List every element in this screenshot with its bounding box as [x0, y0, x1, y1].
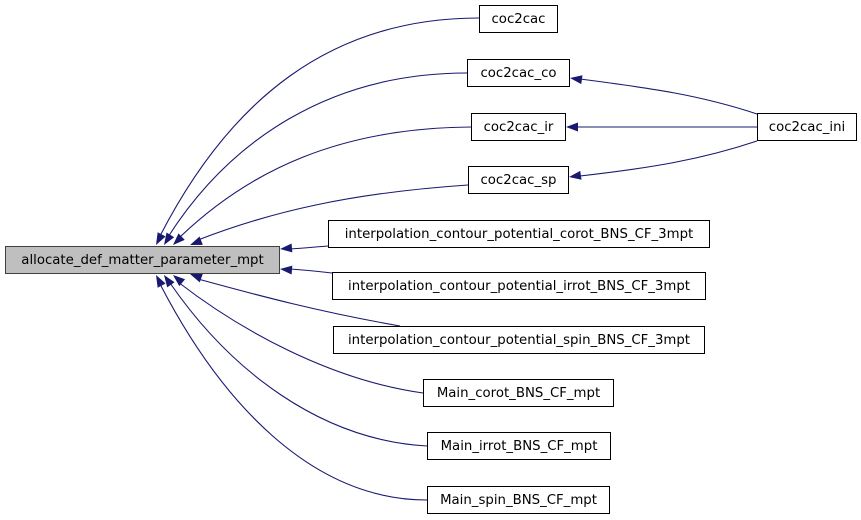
node-interpolation-spin[interactable]: interpolation_contour_potential_spin_BNS… [333, 326, 705, 354]
edge-main_corot-to-root [173, 275, 424, 394]
arrowhead-icon [164, 275, 175, 288]
node-interpolation-irrot[interactable]: interpolation_contour_potential_irrot_BN… [332, 272, 706, 300]
edge-coc2cac_ini-to-coc2cac_sp [569, 140, 758, 180]
edge-coc2cac_sp-to-root [190, 184, 469, 245]
arrowhead-icon [190, 273, 203, 283]
edge-line [289, 268, 333, 274]
edge-line [159, 17, 480, 237]
edge-interp_irrot-to-root [280, 265, 333, 275]
arrowhead-icon [173, 275, 186, 287]
edge-line [579, 140, 758, 177]
node-interpolation-corot[interactable]: interpolation_contour_potential_corot_BN… [328, 220, 710, 248]
arrowhead-icon [156, 232, 166, 245]
node-main-spin[interactable]: Main_spin_BNS_CF_mpt [427, 486, 610, 514]
edge-coc2cac_ir-to-root [173, 126, 472, 245]
edge-line [197, 278, 401, 327]
node-coc2cac[interactable]: coc2cac [479, 5, 558, 33]
arrowhead-icon [156, 275, 166, 288]
edge-line [169, 282, 428, 447]
edge-line [579, 78, 758, 115]
node-coc2cac-sp[interactable]: coc2cac_sp [468, 166, 569, 194]
edge-interp_spin-to-root [190, 273, 401, 327]
arrowhead-icon [280, 265, 293, 275]
edge-line [179, 126, 472, 238]
arrowhead-icon [280, 243, 293, 253]
edge-coc2cac_ini-to-coc2cac_ir [566, 122, 757, 132]
arrowhead-icon [173, 233, 185, 245]
node-coc2cac-co[interactable]: coc2cac_co [467, 59, 570, 87]
edge-main_irrot-to-root [164, 275, 428, 447]
node-main-irrot[interactable]: Main_irrot_BNS_CF_mpt [427, 432, 611, 460]
node-allocate-def-matter-parameter-mpt: allocate_def_matter_parameter_mpt [5, 246, 280, 274]
node-coc2cac-ini[interactable]: coc2cac_ini [757, 113, 857, 141]
edge-coc2cac-to-root [156, 17, 480, 245]
edge-coc2cac_ini-to-coc2cac_co [570, 75, 758, 115]
arrowhead-icon [566, 122, 578, 132]
edge-main_spin-to-root [156, 275, 428, 501]
edge-line [177, 281, 424, 394]
arrowhead-icon [570, 75, 583, 85]
arrowhead-icon [569, 170, 582, 180]
edge-coc2cac_co-to-root [164, 72, 468, 245]
edge-line [289, 245, 329, 250]
node-main-corot[interactable]: Main_corot_BNS_CF_mpt [423, 379, 614, 407]
node-coc2cac-ir[interactable]: coc2cac_ir [471, 113, 566, 141]
edge-line [159, 283, 428, 501]
edge-line [197, 184, 469, 241]
edge-line [167, 72, 468, 238]
arrowhead-icon [164, 232, 175, 245]
arrowhead-icon [190, 236, 203, 245]
edge-interp_corot-to-root [280, 243, 329, 253]
